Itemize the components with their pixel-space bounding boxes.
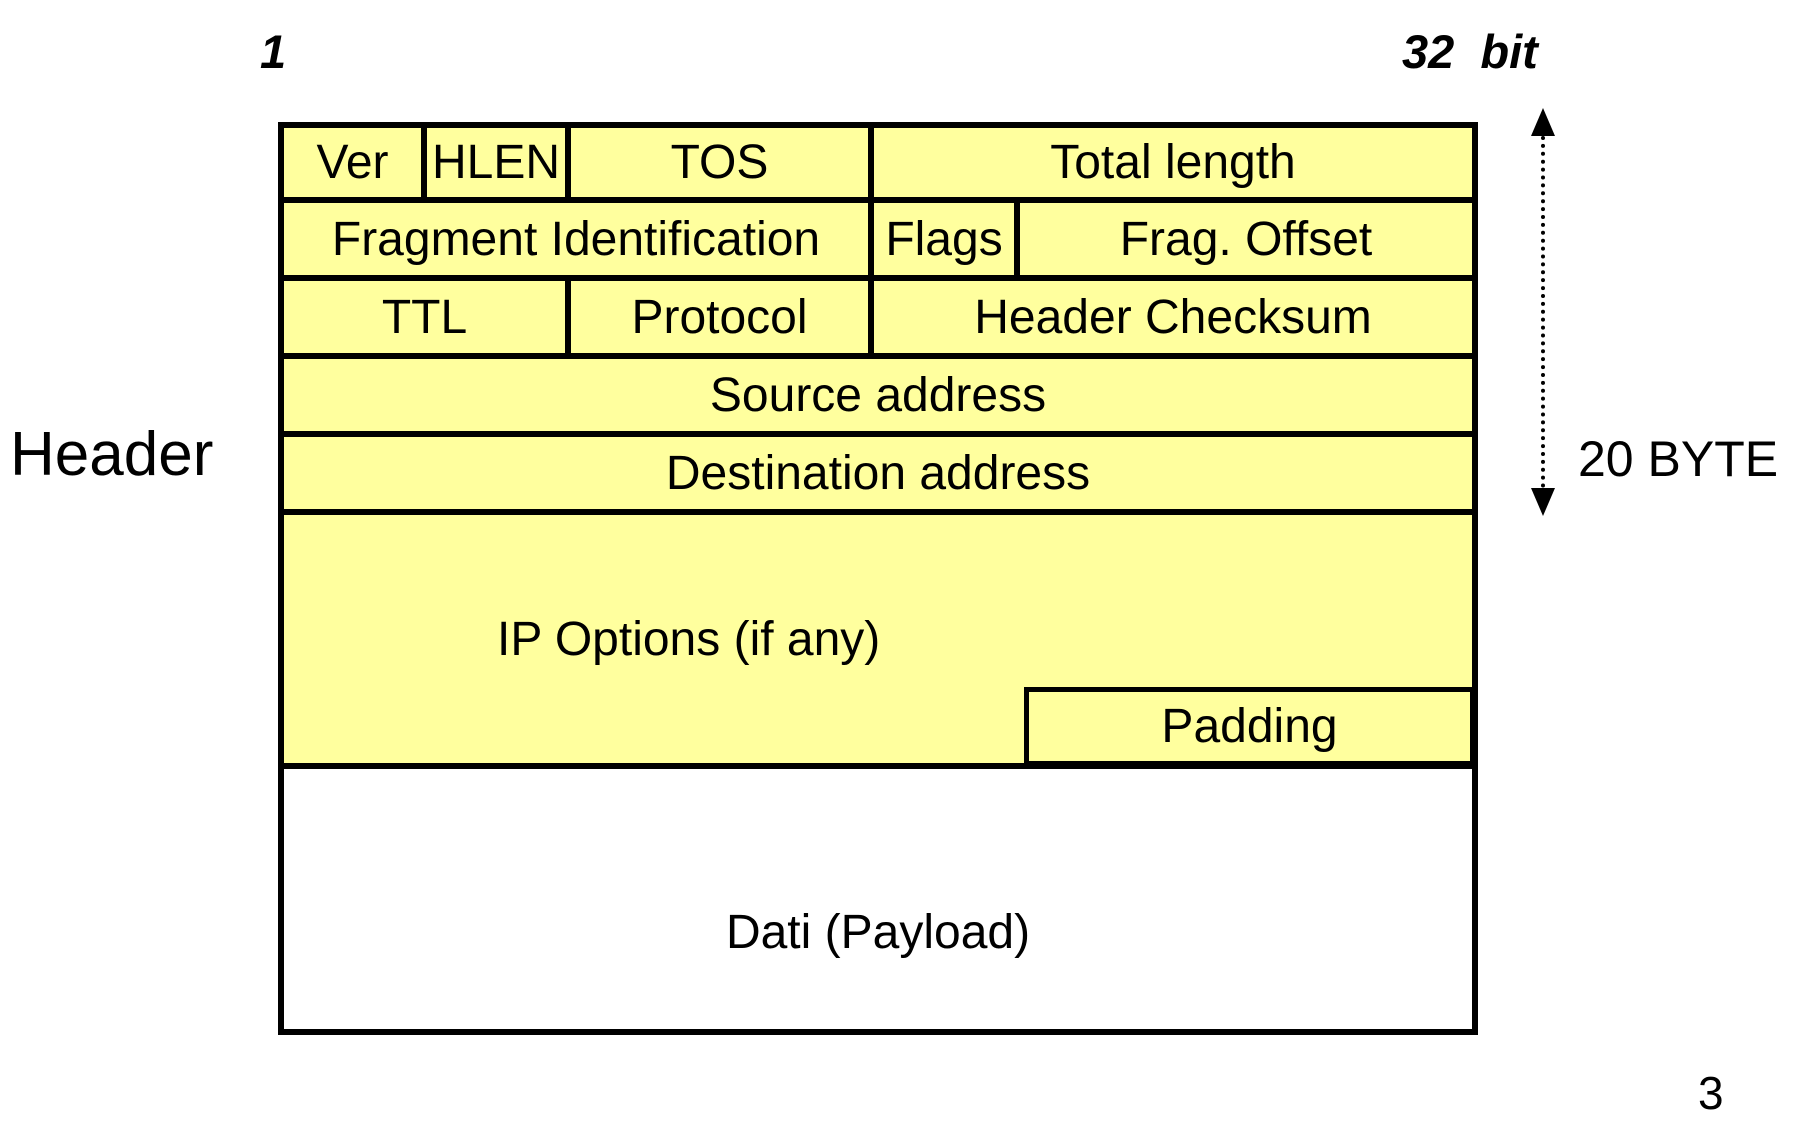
field-ip-options: IP Options (if any) <box>281 512 1475 766</box>
field-total-length-label: Total length <box>1050 136 1296 189</box>
field-header-checksum: Header Checksum <box>871 278 1475 356</box>
header-label: Header <box>10 420 214 489</box>
bit-end-label: 32 bit <box>1402 25 1538 78</box>
field-protocol: Protocol <box>568 278 871 356</box>
field-payload: Dati (Payload) <box>281 766 1475 1032</box>
field-destination-address-label: Destination address <box>665 446 1091 500</box>
field-hlen-label: HLEN <box>431 136 561 189</box>
field-source-address: Source address <box>281 356 1475 434</box>
field-header-checksum-label: Header Checksum <box>974 290 1372 344</box>
field-ver-label: Ver <box>316 136 389 189</box>
arrow-up-icon <box>1531 108 1555 136</box>
field-ttl: TTL <box>281 278 568 356</box>
field-flags-label: Flags <box>885 212 1003 266</box>
field-payload-label: Dati (Payload) <box>725 905 1031 959</box>
byte-span-arrow <box>1530 108 1556 516</box>
field-destination-address: Destination address <box>281 434 1475 512</box>
field-fragment-identification: Fragment Identification <box>281 200 871 278</box>
field-protocol-label: Protocol <box>631 290 808 344</box>
field-fragment-identification-label: Fragment Identification <box>331 212 821 266</box>
field-tos-label: TOS <box>670 136 769 189</box>
arrow-down-icon <box>1531 488 1555 516</box>
page-number: 3 <box>1698 1067 1724 1119</box>
field-padding-label: Padding <box>1161 700 1338 753</box>
field-total-length: Total length <box>871 125 1475 200</box>
field-hlen: HLEN <box>424 125 568 200</box>
ip-header-table: Ver HLEN TOS Total length Fragment Ident… <box>278 122 1478 1035</box>
field-ttl-label: TTL <box>381 290 468 344</box>
field-tos: TOS <box>568 125 871 200</box>
field-flags: Flags <box>871 200 1017 278</box>
field-frag-offset-label: Frag. Offset <box>1119 212 1373 266</box>
field-padding: Padding <box>1024 687 1475 766</box>
field-ver: Ver <box>281 125 424 200</box>
arrow-dotted-line <box>1541 136 1545 488</box>
field-source-address-label: Source address <box>709 368 1047 422</box>
byte-size-label: 20 BYTE <box>1578 431 1779 487</box>
bit-start-label: 1 <box>260 25 287 78</box>
field-frag-offset: Frag. Offset <box>1017 200 1475 278</box>
field-ip-options-label: IP Options (if any) <box>497 612 881 666</box>
